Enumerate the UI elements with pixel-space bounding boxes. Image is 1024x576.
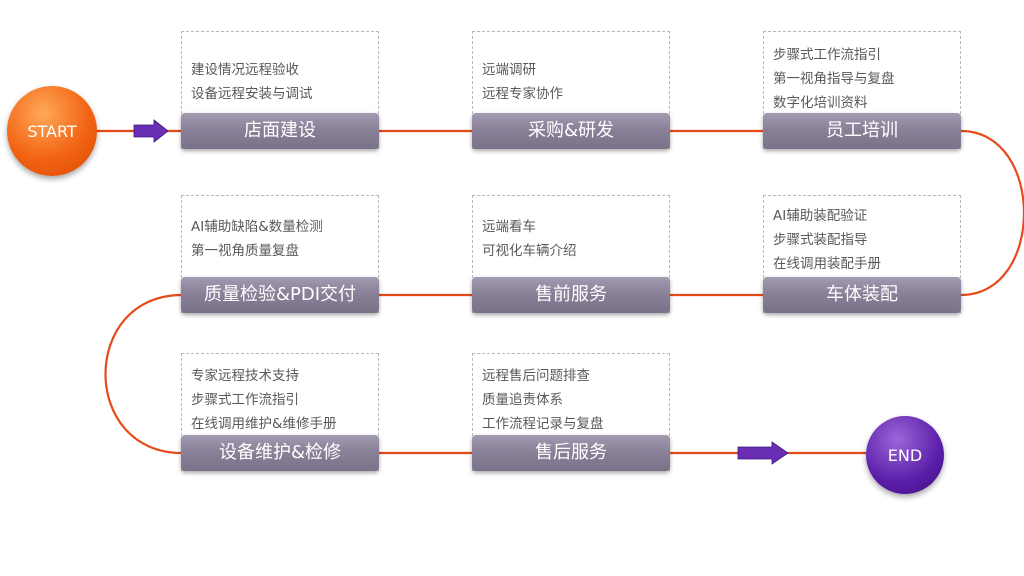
stage-title-aftersales[interactable]: 售后服务	[472, 435, 670, 471]
stage-item: 专家远程技术支持	[191, 368, 299, 384]
stage-item: 步骤式装配指导	[773, 232, 868, 248]
stage-title-quality-pdi[interactable]: 质量检验&PDI交付	[181, 277, 379, 313]
stage-card-quality-pdi: AI辅助缺陷&数量检测 第一视角质量复盘 质量检验&PDI交付	[181, 195, 379, 313]
stage-item: 第一视角指导与复盘	[773, 71, 895, 87]
start-label: START	[27, 121, 77, 141]
stage-item: 第一视角质量复盘	[191, 243, 299, 259]
stage-card-presales: 远端看车 可视化车辆介绍 售前服务	[472, 195, 670, 313]
stage-title-equipment-maintenance[interactable]: 设备维护&检修	[181, 435, 379, 471]
stage-title-presales[interactable]: 售前服务	[472, 277, 670, 313]
stage-items: AI辅助缺陷&数量检测 第一视角质量复盘	[191, 215, 374, 263]
stage-items: 远程售后问题排查 质量追责体系 工作流程记录与复盘	[482, 364, 665, 436]
stage-title-staff-training[interactable]: 员工培训	[763, 113, 961, 149]
stage-item: 在线调用装配手册	[773, 256, 881, 272]
stage-card-body-assembly: AI辅助装配验证 步骤式装配指导 在线调用装配手册 车体装配	[763, 195, 961, 313]
stage-card-aftersales: 远程售后问题排查 质量追责体系 工作流程记录与复盘 售后服务	[472, 353, 670, 471]
stage-item: 远程专家协作	[482, 86, 563, 102]
stage-items: 步骤式工作流指引 第一视角指导与复盘 数字化培训资料	[773, 43, 956, 115]
stage-title-store-construction[interactable]: 店面建设	[181, 113, 379, 149]
connector-curve-left	[104, 293, 183, 455]
stage-items: 远端看车 可视化车辆介绍	[482, 215, 665, 263]
start-node[interactable]: START	[7, 86, 97, 176]
stage-item: 可视化车辆介绍	[482, 243, 577, 259]
stage-items: 专家远程技术支持 步骤式工作流指引 在线调用维护&维修手册	[191, 364, 374, 436]
stage-item: 远端调研	[482, 62, 536, 78]
stage-items: 建设情况远程验收 设备远程安装与调试	[191, 58, 374, 106]
stage-item: AI辅助缺陷&数量检测	[191, 219, 323, 235]
stage-item: 步骤式工作流指引	[191, 392, 299, 408]
stage-item: 建设情况远程验收	[191, 62, 299, 78]
stage-item: AI辅助装配验证	[773, 208, 868, 224]
stage-items: 远端调研 远程专家协作	[482, 58, 665, 106]
end-arrow-icon	[737, 441, 789, 465]
end-node[interactable]: END	[866, 416, 944, 494]
stage-item: 远端看车	[482, 219, 536, 235]
stage-items: AI辅助装配验证 步骤式装配指导 在线调用装配手册	[773, 204, 956, 276]
stage-item: 步骤式工作流指引	[773, 47, 881, 63]
stage-card-store-construction: 建设情况远程验收 设备远程安装与调试 店面建设	[181, 31, 379, 149]
stage-item: 数字化培训资料	[773, 95, 868, 111]
stage-card-procurement-rd: 远端调研 远程专家协作 采购&研发	[472, 31, 670, 149]
stage-item: 在线调用维护&维修手册	[191, 416, 337, 432]
stage-item: 工作流程记录与复盘	[482, 416, 604, 432]
stage-card-staff-training: 步骤式工作流指引 第一视角指导与复盘 数字化培训资料 员工培训	[763, 31, 961, 149]
start-arrow-icon	[133, 119, 169, 143]
end-label: END	[887, 445, 923, 465]
stage-item: 质量追责体系	[482, 392, 563, 408]
stage-item: 设备远程安装与调试	[191, 86, 313, 102]
stage-item: 远程售后问题排查	[482, 368, 590, 384]
stage-title-body-assembly[interactable]: 车体装配	[763, 277, 961, 313]
stage-card-equipment-maintenance: 专家远程技术支持 步骤式工作流指引 在线调用维护&维修手册 设备维护&检修	[181, 353, 379, 471]
stage-title-procurement-rd[interactable]: 采购&研发	[472, 113, 670, 149]
connector-curve-right	[960, 129, 1024, 297]
